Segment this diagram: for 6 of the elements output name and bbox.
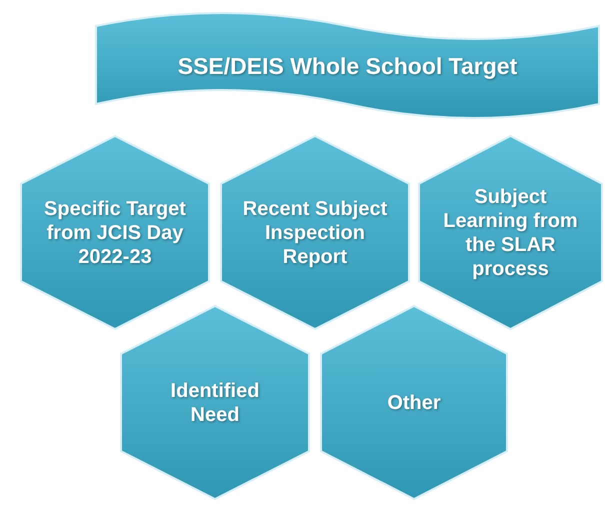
hexagon-label: Specific Target from JCIS Day 2022-23 <box>43 196 187 268</box>
banner-title: SSE/DEIS Whole School Target <box>176 53 518 81</box>
hexagon-label: Other <box>386 390 442 414</box>
hexagon-label: Recent Subject Inspection Report <box>242 196 388 268</box>
hexagon-label: Identified Need <box>170 378 260 426</box>
hexagon-label: Subject Learning from the SLAR process <box>442 184 579 280</box>
